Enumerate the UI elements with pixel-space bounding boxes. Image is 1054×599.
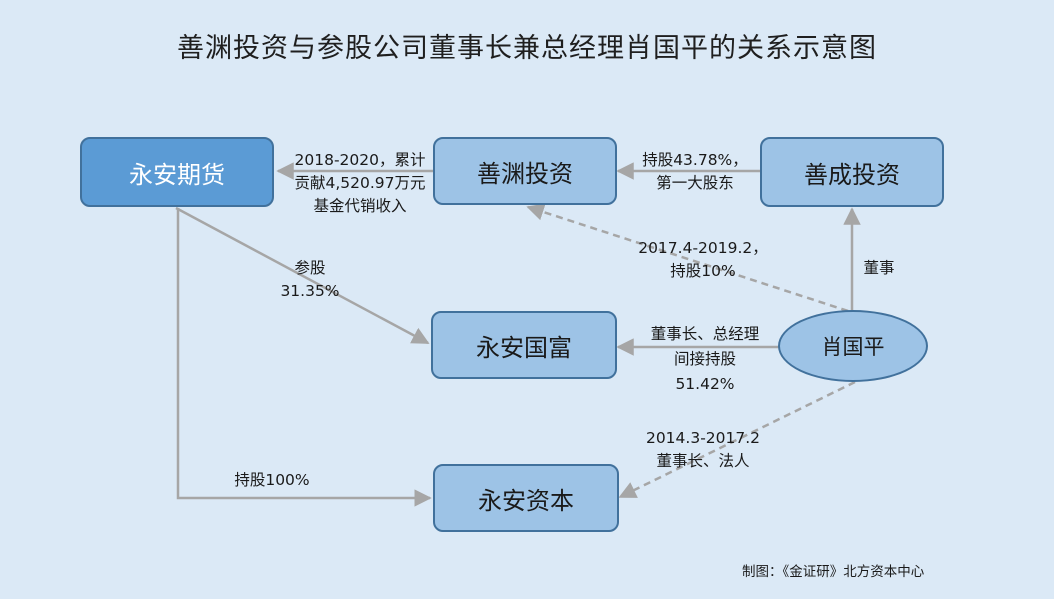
node-yongan-capital: 永安资本 — [433, 464, 619, 532]
edge-futures-to-capital — [176, 208, 432, 507]
label-line: 2017.4-2019.2， — [638, 239, 768, 257]
label-shancheng-to-shanyuan: 持股43.78%， 第一大股东 — [630, 149, 760, 195]
label-xiao-to-shanyuan: 2017.4-2019.2， 持股10% — [628, 237, 778, 283]
label-xiao-to-guofu: 董事长、总经理 间接持股 51.42% — [630, 322, 780, 397]
label-xiao-to-capital: 2014.3-2017.2 董事长、法人 — [628, 427, 778, 473]
label-futures-to-capital: 持股100% — [222, 469, 322, 492]
edge-futures-to-guofu — [175, 206, 430, 345]
label-shanyuan-to-futures: 2018-2020，累计 贡献4,520.97万元 基金代销收入 — [281, 149, 439, 218]
diagram-title: 善渊投资与参股公司董事长兼总经理肖国平的关系示意图 — [177, 33, 877, 64]
node-shanyuan: 善渊投资 — [433, 137, 617, 205]
label-line: 间接持股 — [673, 350, 736, 368]
label-line: 2014.3-2017.2 — [645, 429, 761, 447]
label-line: 2018-2020，累计 — [294, 151, 426, 169]
label-line: 51.42% — [675, 375, 735, 393]
node-shancheng: 善成投资 — [760, 137, 944, 207]
label-line: 持股100% — [234, 471, 310, 489]
label-futures-to-guofu: 参股 31.35% — [270, 257, 350, 303]
label-line: 参股 — [294, 259, 326, 277]
credit-text: 制图：《金证研》北方资本中心 — [742, 564, 925, 580]
edge-xiao-to-shanyuan — [526, 203, 849, 313]
label-line: 持股43.78%， — [642, 151, 748, 169]
node-yongan-futures: 永安期货 — [80, 137, 274, 207]
label-line: 董事长、法人 — [656, 452, 750, 470]
label-line: 董事 — [863, 259, 895, 277]
edge-xiao-to-capital — [618, 380, 856, 499]
label-line: 第一大股东 — [656, 174, 734, 192]
node-yongan-guofu: 永安国富 — [431, 311, 617, 379]
label-line: 董事长、总经理 — [650, 325, 760, 343]
label-line: 31.35% — [280, 282, 340, 300]
label-line: 贡献4,520.97万元 — [294, 174, 426, 192]
node-xiao-guoping: 肖国平 — [778, 310, 928, 382]
label-xiao-to-shancheng: 董事 — [856, 257, 902, 280]
label-line: 基金代销收入 — [313, 197, 407, 215]
label-line: 持股10% — [670, 262, 736, 280]
